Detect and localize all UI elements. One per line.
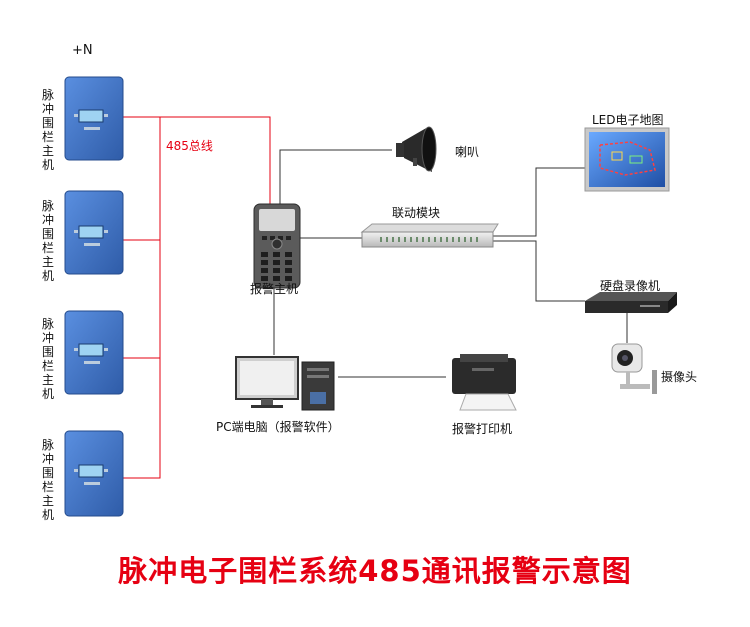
alarm-host-keypad: [253, 203, 301, 289]
led-map-screen-icon: [584, 127, 670, 192]
camera-label: 摄像头: [661, 370, 698, 384]
nvr-recorder-icon: [585, 292, 677, 313]
horn-label: 喇叭: [455, 145, 480, 159]
rs485-bus-lines: [123, 116, 271, 479]
fence-host-label-2: 脉冲围栏主机: [41, 199, 54, 283]
fence-host-label-4: 脉冲围栏主机: [41, 438, 54, 522]
link-lines: [273, 149, 628, 378]
nvr-label: 硬盘录像机: [600, 279, 661, 293]
fence-host-device-1: [64, 76, 124, 161]
pc-label: PC端电脑（报警软件）: [216, 420, 340, 434]
fence-host-label-1: 脉冲围栏主机: [41, 88, 54, 172]
bus-label: 485总线: [166, 139, 213, 153]
fence-host-device-3: [64, 310, 124, 395]
linkage-module-label: 联动模块: [392, 206, 441, 220]
printer-icon: [452, 354, 517, 411]
fence-host-device-2: [64, 190, 124, 275]
alarm-host-label: 报警主机: [250, 282, 299, 296]
diagram-title: 脉冲电子围栏系统485通讯报警示意图: [118, 554, 632, 588]
power-label: +N: [72, 43, 93, 58]
rack-module-icon: [360, 223, 499, 248]
printer-label: 报警打印机: [452, 422, 513, 436]
pc-computer-icon: [235, 356, 335, 411]
cctv-camera-icon: [611, 343, 657, 394]
fence-host-label-3: 脉冲围栏主机: [41, 317, 54, 401]
horn-speaker-icon: [396, 126, 437, 172]
fence-host-device-4: [64, 430, 124, 517]
led-map-label: LED电子地图: [592, 113, 664, 127]
